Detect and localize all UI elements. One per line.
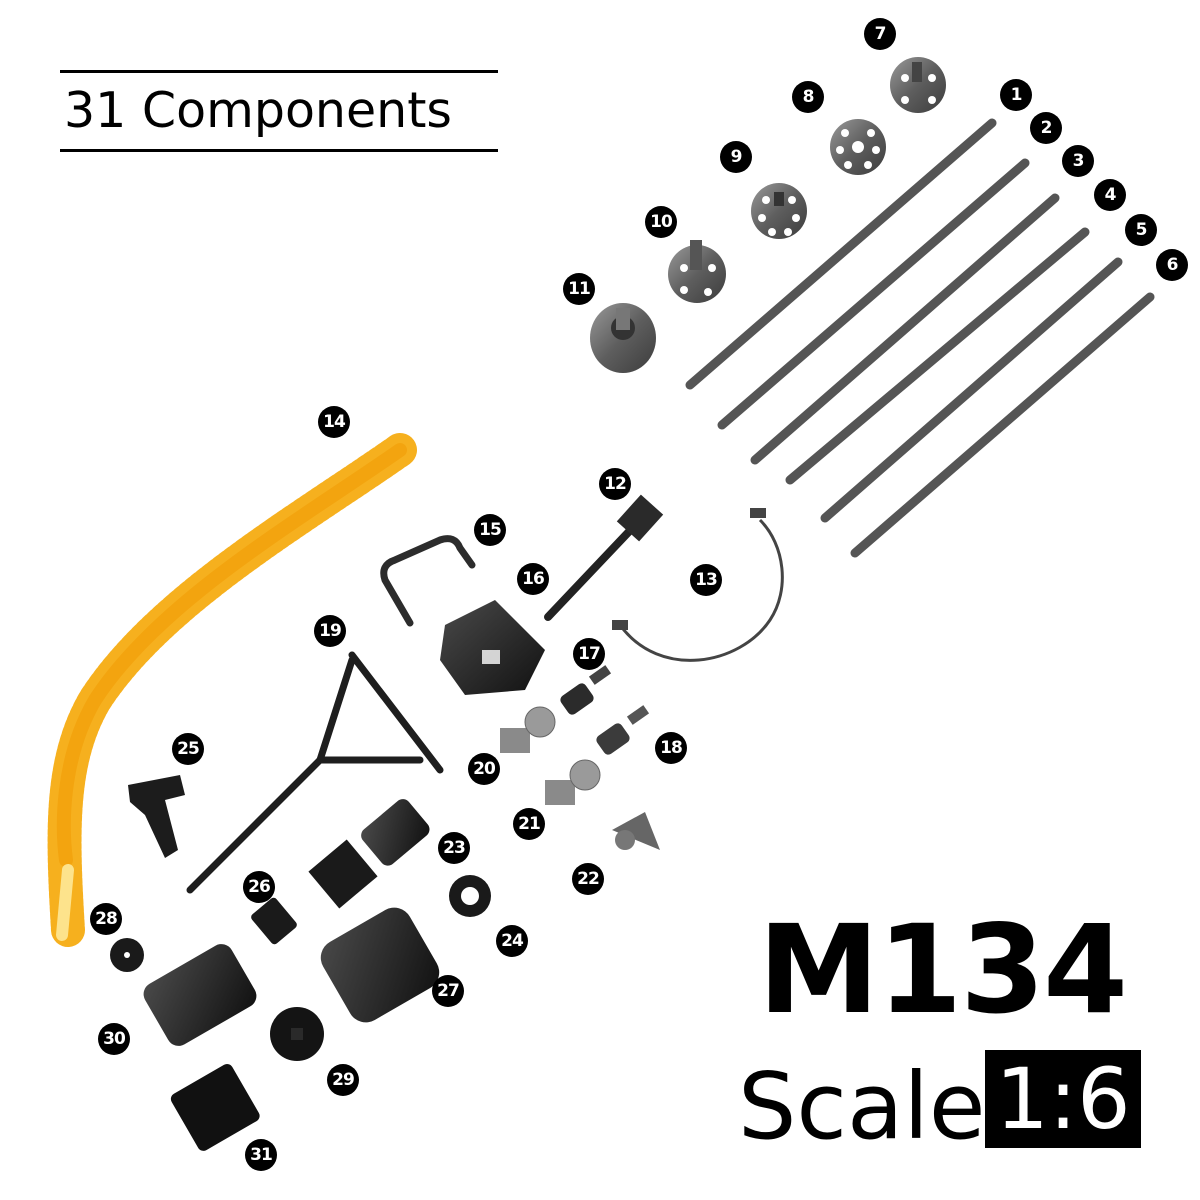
callout-27: 27 xyxy=(432,975,464,1007)
disc-28-icon xyxy=(110,938,144,972)
callout-18: 18 xyxy=(655,732,687,764)
barrel-plate-9-icon xyxy=(751,183,807,239)
components-count-title: 31 Components xyxy=(64,82,452,139)
washer-24-icon xyxy=(449,875,491,917)
callout-16: 16 xyxy=(517,563,549,595)
mount-arm-19-icon xyxy=(186,651,444,894)
callout-21: 21 xyxy=(513,808,545,840)
barrel-5-icon xyxy=(820,257,1123,523)
callout-9: 9 xyxy=(720,141,752,173)
callout-22: 22 xyxy=(572,863,604,895)
feed-wire-13-icon xyxy=(618,518,784,662)
drive-shaft-12-icon xyxy=(544,494,664,621)
callout-26: 26 xyxy=(243,871,275,903)
lower-housing-31-icon xyxy=(170,1063,260,1151)
housing-16-icon xyxy=(440,600,545,695)
callout-12: 12 xyxy=(599,468,631,500)
callout-8: 8 xyxy=(792,81,824,113)
barrel-2-icon xyxy=(717,158,1030,430)
callout-24: 24 xyxy=(496,925,528,957)
callout-17: 17 xyxy=(573,638,605,670)
barrel-3-icon xyxy=(750,193,1060,465)
barrel-plate-7-icon xyxy=(890,57,946,113)
callout-10: 10 xyxy=(645,206,677,238)
callout-6: 6 xyxy=(1156,249,1188,281)
callout-4: 4 xyxy=(1094,179,1126,211)
callout-5: 5 xyxy=(1125,214,1157,246)
battery-cylinder-27-icon xyxy=(320,907,440,1023)
barrel-6-icon xyxy=(850,292,1155,558)
barrel-plate-11-icon xyxy=(590,303,656,373)
callout-13: 13 xyxy=(690,564,722,596)
callout-1: 1 xyxy=(1000,79,1032,111)
callout-3: 3 xyxy=(1062,145,1094,177)
title-top-rule xyxy=(60,70,498,73)
callout-31: 31 xyxy=(245,1139,277,1171)
callout-20: 20 xyxy=(468,753,500,785)
grip-25-icon xyxy=(128,775,185,858)
scale-label: Scale xyxy=(738,1053,986,1160)
rear-housing-30-icon xyxy=(143,944,257,1046)
callout-19: 19 xyxy=(314,615,346,647)
callout-29: 29 xyxy=(327,1064,359,1096)
barrel-plate-10-icon xyxy=(668,240,726,303)
callout-25: 25 xyxy=(172,733,204,765)
callout-14: 14 xyxy=(318,406,350,438)
roller-21-icon xyxy=(545,759,601,805)
cam-26-icon xyxy=(251,897,297,945)
barrel-1-icon xyxy=(685,118,997,390)
callout-30: 30 xyxy=(98,1023,130,1055)
handle-bracket-15-icon xyxy=(380,535,476,627)
motor-assembly-23-icon xyxy=(308,799,430,909)
title-bottom-rule xyxy=(60,149,498,152)
barrel-icons xyxy=(685,118,1155,558)
latch-22-icon xyxy=(612,812,660,850)
roller-20-icon xyxy=(500,706,556,753)
components-title-block: 31 Components xyxy=(60,70,498,152)
scale-value-badge: 1:6 xyxy=(985,1050,1141,1148)
ammo-belt-tail-icon xyxy=(56,864,74,941)
bolt-18-icon xyxy=(596,705,650,755)
callout-2: 2 xyxy=(1030,112,1062,144)
callout-23: 23 xyxy=(438,832,470,864)
barrel-4-icon xyxy=(785,227,1090,485)
bolt-17-icon xyxy=(560,665,612,715)
barrel-plate-8-icon xyxy=(830,119,886,175)
callout-28: 28 xyxy=(90,903,122,935)
model-name: M134 xyxy=(758,899,1128,1041)
callout-11: 11 xyxy=(563,273,595,305)
callout-15: 15 xyxy=(474,514,506,546)
callout-7: 7 xyxy=(864,18,896,50)
end-cap-29-icon xyxy=(270,1007,324,1061)
